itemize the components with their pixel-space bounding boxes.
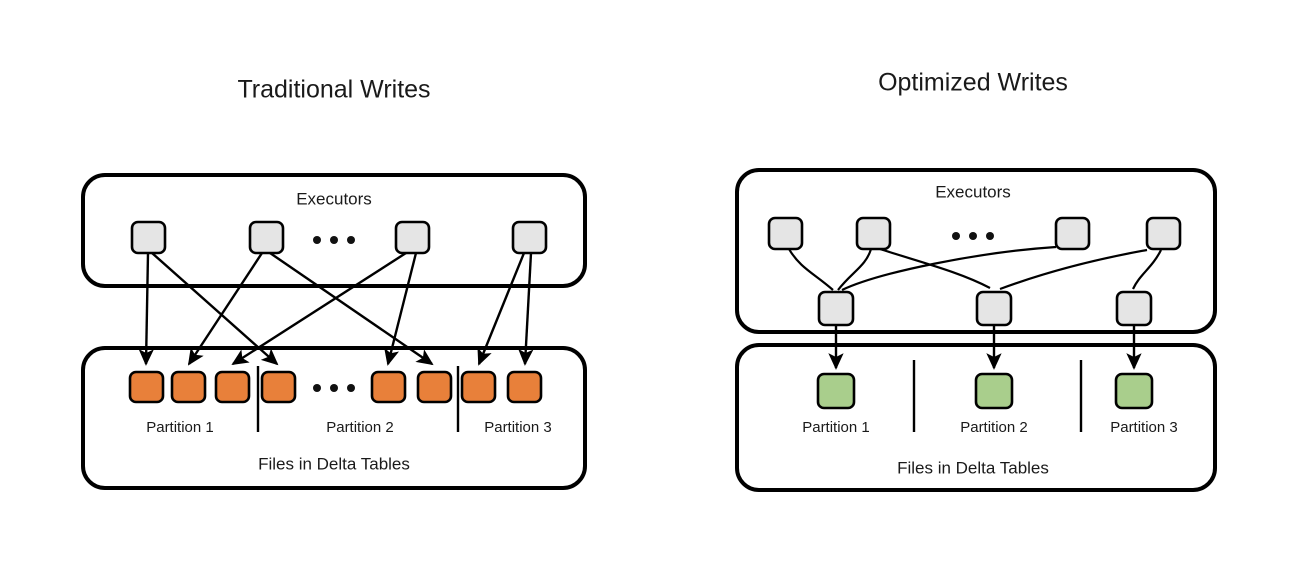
executors-group-optimized: Executors <box>735 168 1217 334</box>
edge-executor-1-to-file-4 <box>151 252 279 366</box>
executor-node-4[interactable] <box>1145 216 1182 251</box>
executor-node-1[interactable] <box>767 216 804 251</box>
executors-ellipsis-icon <box>952 232 994 240</box>
write-edges-group <box>828 326 1142 370</box>
panel-title-optimized: Optimized Writes <box>878 69 1068 97</box>
shuffle-edge-executor-1-to-shuffle-node-1 <box>788 248 834 291</box>
delta-tables-label: Files in Delta Tables <box>897 458 1049 477</box>
executors-label: Executors <box>296 189 372 208</box>
shuffle-edge-executor-2-to-shuffle-node-2 <box>879 247 991 289</box>
ellipsis-dot <box>313 236 321 244</box>
edge-executor-4-to-file-8 <box>518 252 534 366</box>
partition-label-1: Partition 1 <box>146 419 214 436</box>
file-node-3[interactable] <box>214 370 251 404</box>
storage-group-optimized: Files in Delta Tables Partition 1 Partitio… <box>735 343 1217 492</box>
partition-label-2: Partition 2 <box>326 419 394 436</box>
executors-container <box>735 168 1217 334</box>
panel-title-traditional: Traditional Writes <box>237 76 430 104</box>
file-node-5[interactable] <box>370 370 407 404</box>
edge-executor-2-to-file-2 <box>187 252 264 366</box>
delta-tables-container <box>735 343 1217 492</box>
ellipsis-dot <box>986 232 994 240</box>
edge-executor-2-to-file-6 <box>269 252 434 366</box>
executor-node-3[interactable] <box>1054 216 1091 251</box>
executors-label: Executors <box>935 182 1011 201</box>
edge-executor-3-to-file-5 <box>384 252 418 366</box>
file-node-1[interactable] <box>816 372 856 410</box>
delta-tables-container <box>81 346 587 490</box>
executor-node-1[interactable] <box>130 220 167 255</box>
shuffle-edges-group <box>788 245 1162 291</box>
file-node-6[interactable] <box>416 370 453 404</box>
executors-group-traditional: Executors <box>81 173 587 288</box>
storage-group-traditional: Files in Delta Tables Partition 1 Partitio… <box>81 346 587 490</box>
files-ellipsis-icon <box>313 384 355 392</box>
shuffle-edge-executor-3-to-shuffle-node-1 <box>841 245 1057 291</box>
partition-label-1: Partition 1 <box>802 419 870 436</box>
edge-executor-4-to-file-7 <box>477 252 526 366</box>
write-edges-group <box>138 251 534 366</box>
executor-node-2[interactable] <box>855 216 892 251</box>
executor-node-2[interactable] <box>248 220 285 255</box>
ellipsis-dot <box>330 384 338 392</box>
file-node-3[interactable] <box>1114 372 1154 410</box>
executor-node-4[interactable] <box>511 220 548 255</box>
partition-label-3: Partition 3 <box>484 419 552 436</box>
executor-node-3[interactable] <box>394 220 431 255</box>
ellipsis-dot <box>313 384 321 392</box>
file-node-2[interactable] <box>170 370 207 404</box>
ellipsis-dot <box>347 384 355 392</box>
delta-tables-label: Files in Delta Tables <box>258 454 410 473</box>
shuffle-edge-executor-4-to-shuffle-node-3 <box>1132 249 1162 290</box>
shuffle-node-3[interactable] <box>1115 290 1153 327</box>
shuffle-edge-executor-2-to-shuffle-node-1 <box>837 248 873 291</box>
shuffle-node-1[interactable] <box>817 290 855 327</box>
file-node-8[interactable] <box>506 370 543 404</box>
executors-container <box>81 173 587 288</box>
file-node-1[interactable] <box>128 370 165 404</box>
partition-label-2: Partition 2 <box>960 419 1028 436</box>
ellipsis-dot <box>330 236 338 244</box>
edge-executor-3-to-file-3 <box>231 251 407 366</box>
file-node-4[interactable] <box>260 370 297 404</box>
partition-label-3: Partition 3 <box>1110 419 1178 436</box>
shuffle-node-2[interactable] <box>975 290 1013 327</box>
edge-executor-1-to-file-1 <box>138 252 154 366</box>
file-node-7[interactable] <box>460 370 497 404</box>
ellipsis-dot <box>347 236 355 244</box>
shuffle-edge-executor-4-to-shuffle-node-2 <box>999 248 1148 291</box>
executors-ellipsis-icon <box>313 236 355 244</box>
ellipsis-dot <box>969 232 977 240</box>
file-node-2[interactable] <box>974 372 1014 410</box>
ellipsis-dot <box>952 232 960 240</box>
